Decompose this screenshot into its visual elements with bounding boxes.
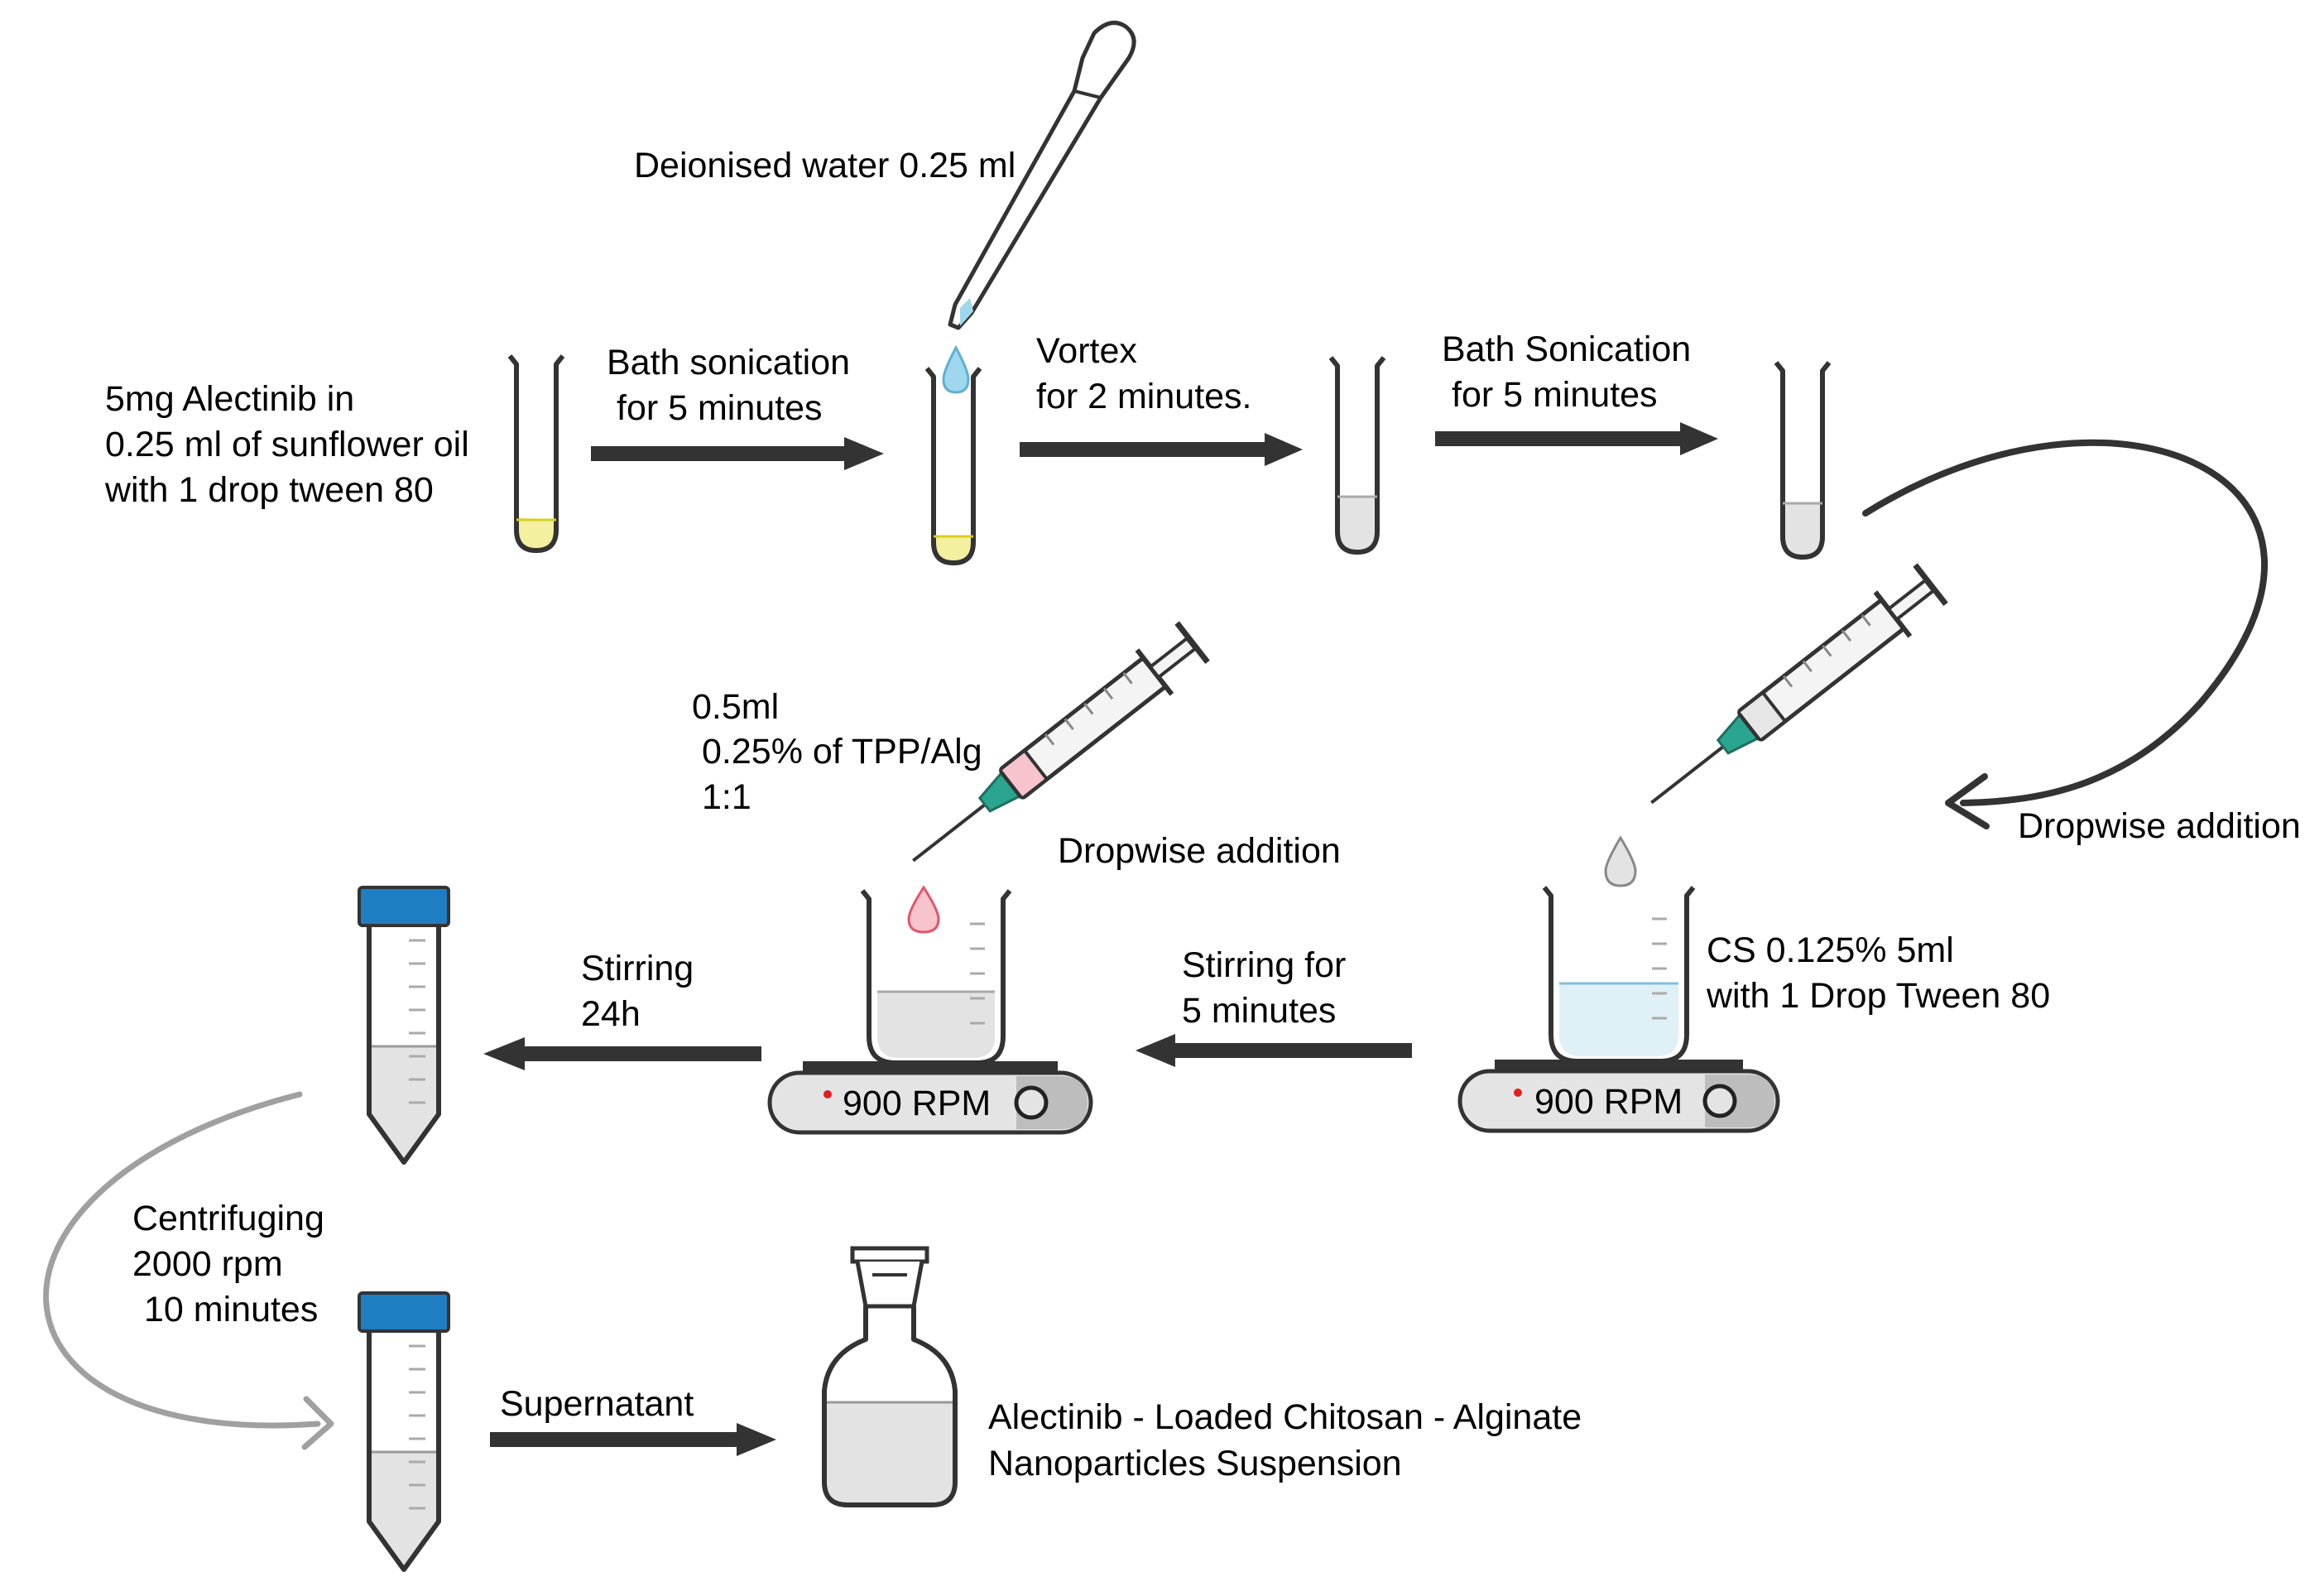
centrifuge-tube-1-icon	[358, 886, 450, 1165]
vortex-line1: Vortex	[1036, 331, 1137, 371]
test-tube-4-icon	[1774, 361, 1832, 560]
bath-sonication-2-line2: for 5 minutes	[1452, 375, 1658, 415]
centrifuging-line1: Centrifuging	[132, 1199, 324, 1238]
stirring-24-line2: 24h	[581, 994, 641, 1034]
reagent-bottle-icon	[822, 1246, 958, 1507]
arrow-right-4-icon	[490, 1423, 776, 1456]
bath-sonication-1-line1: Bath sonication	[607, 343, 850, 382]
supernatant-label: Supernatant	[500, 1384, 694, 1424]
rpm-left-label: 900 RPM	[843, 1084, 991, 1123]
dropwise-addition-right-label: Dropwise addition	[2018, 806, 2301, 846]
stirring-5-line2: 5 minutes	[1182, 991, 1336, 1031]
tpp-label-line1: 0.5ml	[692, 687, 779, 727]
stirrer-left-icon	[767, 1061, 1093, 1135]
arrow-left-1-icon	[1136, 1034, 1412, 1067]
dropwise-addition-mid-label: Dropwise addition	[1058, 831, 1341, 871]
test-tube-1-icon	[507, 354, 565, 553]
cs-label-line1: CS 0.125% 5ml	[1707, 930, 1954, 970]
deionised-water-label: Deionised water 0.25 ml	[634, 146, 1016, 185]
centrifuging-line3: 10 minutes	[144, 1290, 318, 1329]
syringe-left-icon	[912, 621, 1210, 863]
start-text-line2: 0.25 ml of sunflower oil	[105, 425, 469, 464]
curved-arrow-right-icon	[1862, 439, 2268, 829]
bath-sonication-2-line1: Bath Sonication	[1442, 329, 1691, 369]
centrifuging-line2: 2000 rpm	[132, 1244, 283, 1284]
test-tube-2-icon	[924, 367, 982, 565]
test-tube-3-icon	[1328, 356, 1386, 555]
start-text-line3: with 1 drop tween 80	[104, 470, 434, 510]
beaker-right-icon	[1542, 886, 1696, 1064]
bath-sonication-1-line2: for 5 minutes	[617, 388, 823, 428]
stirring-24-line1: Stirring	[581, 949, 694, 988]
arrow-right-3-icon	[1435, 422, 1718, 455]
gray-drop-icon	[1604, 835, 1637, 887]
centrifuge-tube-2-icon	[358, 1291, 450, 1572]
vortex-line2: for 2 minutes.	[1036, 377, 1252, 416]
syringe-right-icon	[1650, 563, 1948, 805]
rpm-right-label: 900 RPM	[1534, 1082, 1683, 1122]
start-text-line1: 5mg Alectinib in	[105, 379, 354, 419]
pink-drop-icon	[907, 885, 940, 934]
tpp-label-line2: 0.25% of TPP/Alg	[702, 732, 982, 772]
arrow-right-1-icon	[591, 437, 884, 470]
arrow-left-2-icon	[483, 1037, 761, 1070]
cs-label-line2: with 1 Drop Tween 80	[1706, 976, 2050, 1016]
stirrer-right-icon	[1457, 1060, 1780, 1133]
water-drop-icon	[942, 344, 970, 394]
final-product-line1: Alectinib - Loaded Chitosan - Alginate	[988, 1397, 1582, 1437]
tpp-label-line3: 1:1	[702, 777, 751, 817]
arrow-right-2-icon	[1020, 433, 1303, 466]
curved-arrow-left-icon	[43, 1091, 334, 1450]
final-product-line2: Nanoparticles Suspension	[988, 1444, 1402, 1483]
stirring-5-line1: Stirring for	[1182, 945, 1346, 985]
pipette-icon	[948, 21, 1136, 330]
